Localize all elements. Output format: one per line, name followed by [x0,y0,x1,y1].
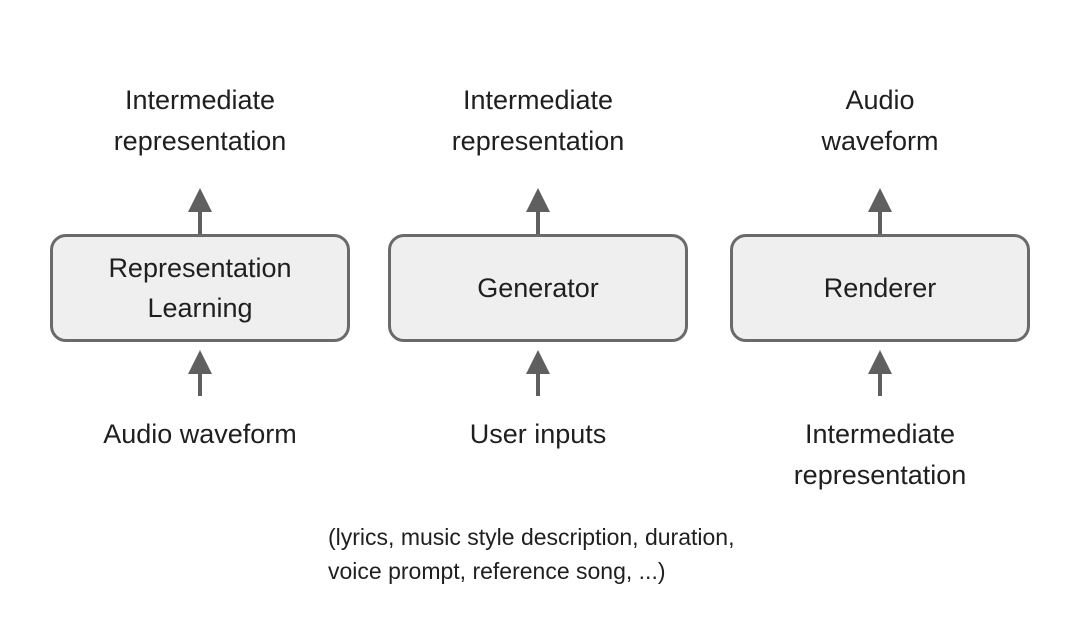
generator-input-label: User inputs [398,414,678,455]
note-line: voice prompt, reference song, ...) [328,558,666,584]
generator-output-label: Intermediate representation [398,80,678,162]
renderer-input-label: Intermediate representation [740,414,1020,496]
representation-learning-input-label: Audio waveform [60,414,340,455]
renderer-output-label: Audio waveform [740,80,1020,162]
generator-box: Generator [388,234,688,342]
box-line: Learning [147,293,253,323]
renderer-box: Renderer [730,234,1030,342]
label-line: Intermediate [804,419,956,449]
label-line: Intermediate [462,85,614,115]
user-inputs-note: (lyrics, music style description, durati… [328,520,734,588]
label-line: waveform [821,126,939,156]
label-line: representation [451,126,625,156]
representation-learning-box: Representation Learning [50,234,350,342]
box-line: Generator [477,273,599,303]
box-line: Renderer [823,273,937,303]
box-line: Representation [108,253,292,283]
label-line: representation [113,126,287,156]
label-line: Audio [845,85,915,115]
representation-learning-output-label: Intermediate representation [60,80,340,162]
label-line: representation [793,460,967,490]
label-line: User inputs [469,419,607,449]
label-line: Intermediate [124,85,276,115]
note-line: (lyrics, music style description, durati… [328,524,735,550]
label-line: Audio waveform [103,419,297,449]
